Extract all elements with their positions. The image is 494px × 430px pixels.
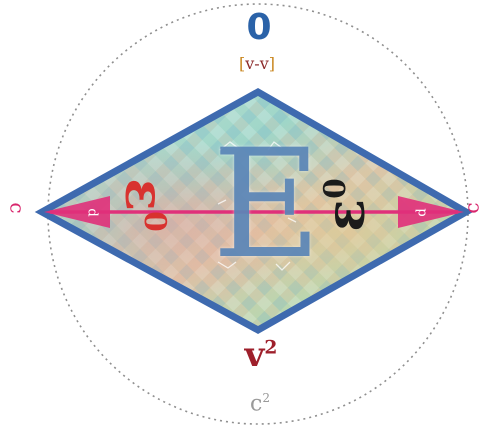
- horizontal-axis: [44, 196, 464, 228]
- left-epsilon-base: ε: [112, 178, 177, 212]
- bottom-c-base: c: [249, 391, 263, 417]
- right-edge-c-label: c: [459, 202, 484, 214]
- top-zero-label: 0: [246, 7, 272, 48]
- bottom-v-squared-label: v2: [226, 338, 296, 372]
- bracket-inner: v-v: [245, 54, 269, 73]
- left-tip-d-label: d: [84, 208, 100, 217]
- right-epsilon-base: ε: [312, 198, 377, 232]
- bracket-close: ]: [268, 54, 275, 73]
- left-epsilon-label: ε0: [113, 178, 177, 232]
- bottom-c-squared-label: c2: [232, 392, 288, 415]
- right-arrowhead: [398, 196, 464, 228]
- center-e-label: E: [212, 118, 322, 292]
- e-decorations: [217, 141, 297, 271]
- bracket-label: [v-v]: [215, 56, 299, 72]
- right-epsilon-label: ε0: [313, 178, 377, 232]
- left-epsilon-sub: 0: [136, 211, 172, 232]
- left-edge-c-label: c: [5, 202, 30, 214]
- right-tip-d-label: d: [414, 208, 430, 217]
- left-arrowhead: [44, 196, 110, 228]
- bracket-open: [: [239, 54, 246, 73]
- bottom-v-base: v: [244, 335, 265, 375]
- bottom-v-exp: 2: [264, 336, 278, 359]
- bottom-c-exp: 2: [262, 391, 271, 405]
- right-epsilon-sub: 0: [317, 178, 353, 199]
